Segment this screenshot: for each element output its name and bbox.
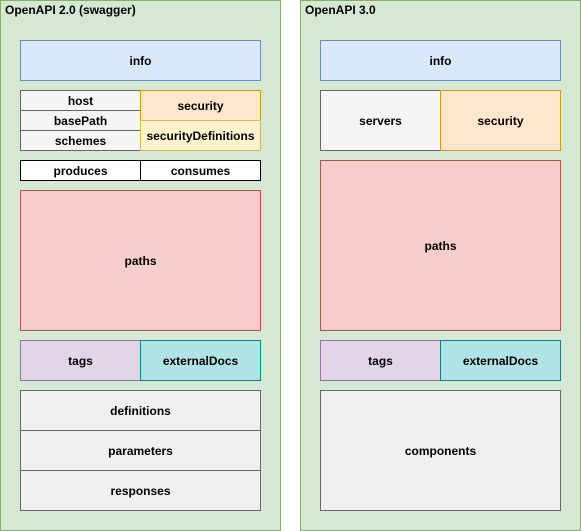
external-docs-box: externalDocs [440,340,561,381]
security-box: security [440,90,561,151]
parameters-box: parameters [20,430,261,471]
external-docs-box: externalDocs [140,340,261,381]
definitions-box: definitions [20,390,261,431]
host-box: host [20,90,141,111]
servers-box: servers [320,90,441,151]
produces-box: produces [20,160,141,181]
security-box: security [140,90,261,121]
paths-box: paths [20,190,261,331]
consumes-box: consumes [140,160,261,181]
paths-box: paths [320,160,561,331]
responses-box: responses [20,470,261,511]
components-box: components [320,390,561,511]
info-box: info [320,40,561,81]
info-box: info [20,40,261,81]
basepath-box: basePath [20,110,141,131]
panel-title: OpenAPI 3.0 [305,3,376,17]
panel-title: OpenAPI 2.0 (swagger) [5,3,136,17]
tags-box: tags [320,340,441,381]
schemes-box: schemes [20,130,141,151]
security-definitions-box: securityDefinitions [140,120,261,151]
tags-box: tags [20,340,141,381]
